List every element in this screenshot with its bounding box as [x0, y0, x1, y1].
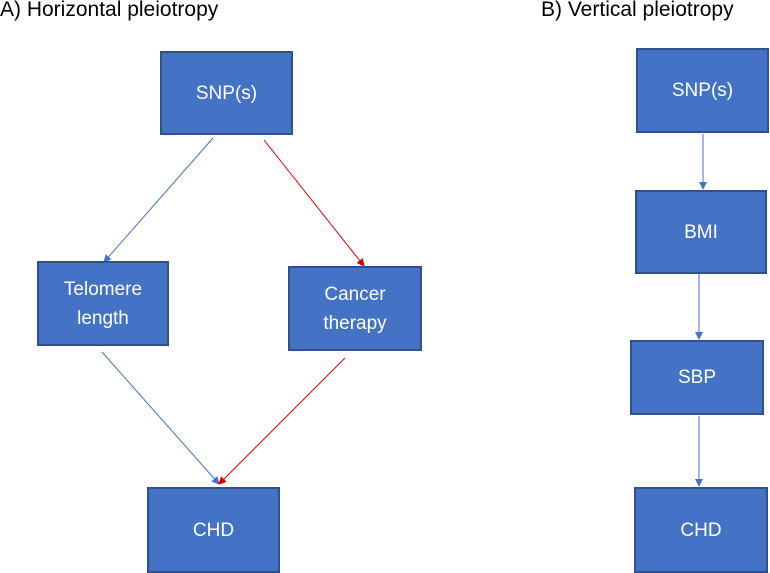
arrow-snp-to-cancer	[263, 139, 365, 267]
node-telomere-line1: Telomere	[63, 278, 143, 300]
node-cancer-therapy-label: Cancer therapy	[323, 280, 386, 338]
node-snp-horizontal: SNP(s)	[160, 51, 293, 135]
node-chd-horizontal: CHD	[147, 487, 280, 573]
node-cancer-line2: therapy	[323, 312, 387, 334]
node-telomere-length: Telomere length	[37, 261, 169, 346]
arrow-telomere-to-chd	[101, 351, 220, 485]
panel-b-title: B) Vertical pleiotropy	[541, 0, 734, 21]
node-chd-vertical-label: CHD	[680, 519, 722, 541]
node-snp-horizontal-label: SNP(s)	[195, 82, 258, 104]
panel-a-title: A) Horizontal pleiotropy	[0, 0, 219, 21]
node-sbp: SBP	[630, 340, 764, 415]
node-snp-vertical-label: SNP(s)	[671, 80, 734, 101]
node-bmi-label: BMI	[684, 221, 718, 243]
node-chd-horizontal-label: CHD	[192, 519, 235, 541]
node-telomere-line2: length	[77, 307, 129, 329]
node-chd-vertical: CHD	[634, 487, 768, 573]
arrow-snp-to-telomere	[103, 137, 214, 263]
arrow-cancer-to-chd	[218, 357, 346, 485]
node-bmi: BMI	[635, 190, 767, 274]
node-cancer-therapy: Cancer therapy	[288, 266, 422, 351]
node-cancer-line1: Cancer	[324, 283, 386, 305]
node-telomere-length-label: Telomere length	[64, 275, 142, 333]
node-sbp-label: SBP	[677, 367, 717, 388]
node-snp-vertical: SNP(s)	[636, 48, 769, 133]
